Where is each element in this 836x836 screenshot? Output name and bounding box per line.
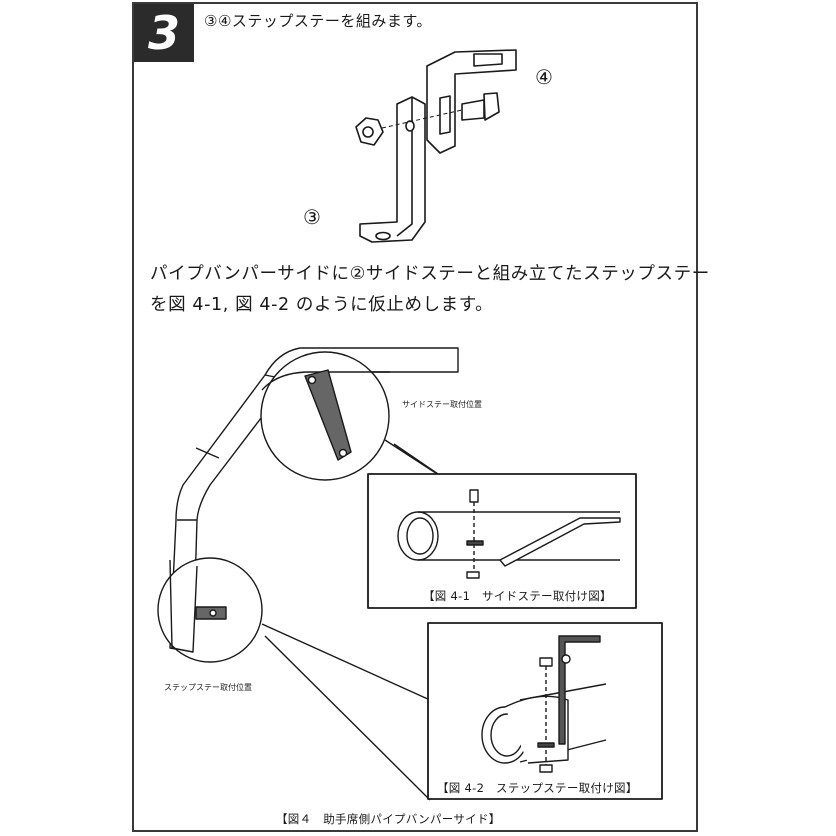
step-stay-position-label: ステップステー取付位置 (164, 683, 252, 692)
caption-fig-4-1: 【図 4-1 サイドステー取付け図】 (423, 589, 612, 603)
step-number-badge: 3 (134, 4, 194, 62)
step-title: ③④ステップステーを組みます。 (204, 12, 432, 30)
part-label-3: ③ (303, 205, 321, 229)
side-stay-position-label: サイドステー取付位置 (402, 400, 482, 409)
instruction-line-2: を図 4-1, 図 4-2 のように仮止めします。 (150, 295, 494, 315)
instruction-line-1: パイプバンパーサイドに②サイドステーと組み立てたステップステー (150, 264, 710, 284)
part-label-4: ④ (535, 65, 553, 89)
caption-fig-4: 【図４ 助手席側パイプバンパーサイド】 (276, 812, 501, 826)
caption-fig-4-2: 【図 4-2 ステップステー取付け図】 (437, 781, 638, 795)
